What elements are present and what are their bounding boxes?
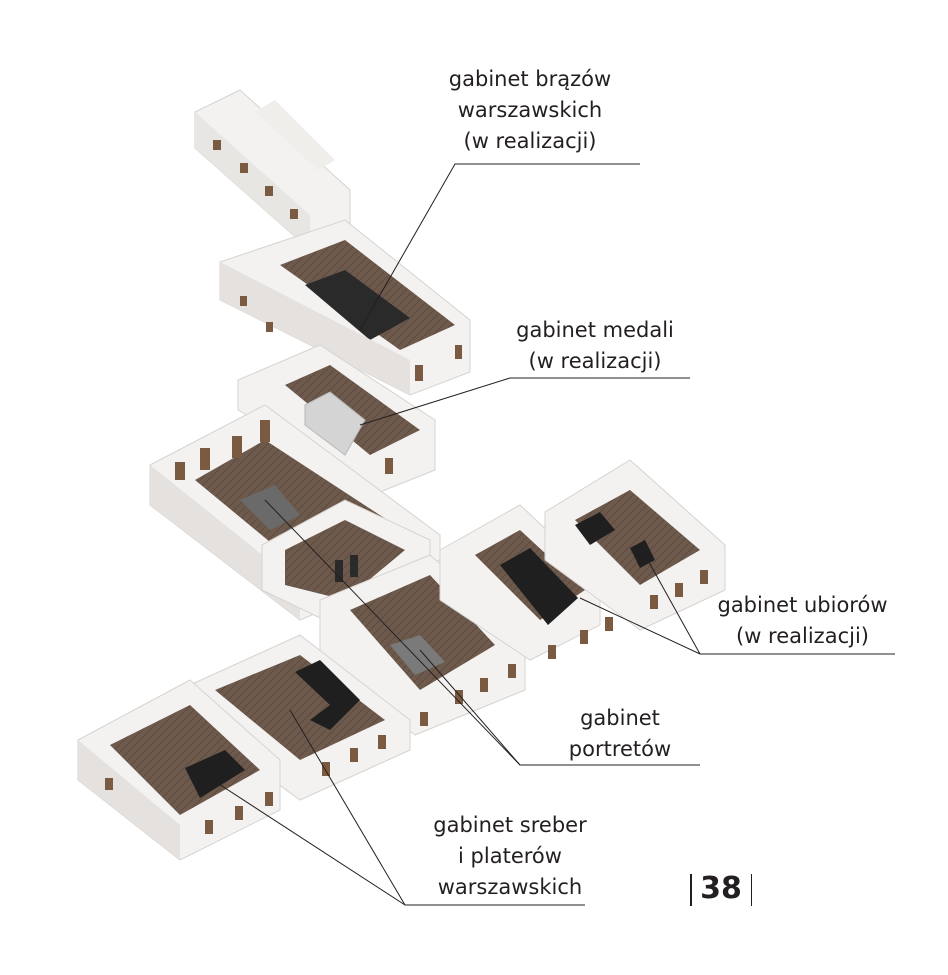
label-gabinet-medali: gabinet medali (w realizacji) <box>480 315 710 377</box>
label-brazy-line3: (w realizacji) <box>463 129 597 153</box>
leader-ubiory-2 <box>644 554 701 655</box>
room-gabinet-sreber-2 <box>77 679 281 861</box>
label-gabinet-brazow: gabinet brązów warszawskich (w realizacj… <box>420 64 640 157</box>
label-gabinet-sreber: gabinet sreber i platerów warszawskich <box>400 810 620 903</box>
label-portret-line2: portretów <box>568 737 672 761</box>
label-medali-line1: gabinet medali <box>516 318 674 342</box>
label-brazy-line1: gabinet brązów <box>448 67 612 91</box>
leader-lines <box>204 163 895 906</box>
leader-medali <box>359 377 690 426</box>
label-srebra-line2: i platerów <box>458 844 562 868</box>
label-srebra-line3: warszawskich <box>437 875 583 899</box>
north-corridor <box>194 89 351 251</box>
label-gabinet-portretow: gabinet portretów <box>540 703 700 765</box>
leader-brazy <box>359 163 640 331</box>
label-ubiory-line1: gabinet ubiorów <box>717 593 888 617</box>
label-portret-line1: gabinet <box>580 706 660 730</box>
room-gabinet-medali <box>237 344 436 493</box>
leader-srebra-2 <box>204 774 406 906</box>
page-number-text: 38 <box>700 871 742 906</box>
room-gabinet-ubiorow-2 <box>544 459 726 659</box>
page-number: 38 <box>688 868 754 910</box>
label-ubiory-line2: (w realizacji) <box>736 624 869 648</box>
label-gabinet-ubiorow: gabinet ubiorów (w realizacji) <box>690 590 915 652</box>
label-medali-line2: (w realizacji) <box>528 349 662 373</box>
room-gabinet-brazow <box>219 219 471 396</box>
label-brazy-line2: warszawskich <box>457 98 603 122</box>
leader-portret-2 <box>264 499 521 766</box>
label-srebra-line1: gabinet sreber <box>433 813 587 837</box>
